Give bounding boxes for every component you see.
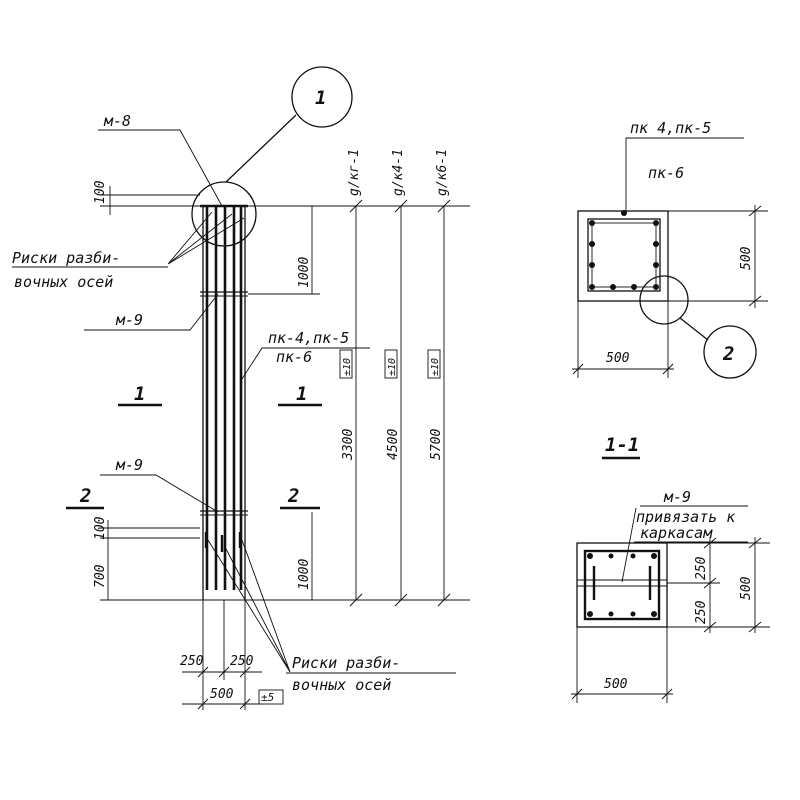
dim-bot-1000: 1000: [297, 559, 312, 590]
label-privyazat-1: привязать к: [636, 508, 736, 526]
label-pile-k61: g/к6-1: [435, 149, 450, 196]
dim-w-500: 500: [210, 687, 234, 702]
label-m8: м-8: [103, 112, 131, 130]
dim-sec-w-500: 500: [604, 677, 628, 692]
section-mark-2-left: 2: [79, 485, 91, 507]
dim-plan-h-500: 500: [739, 246, 754, 270]
label-pk6-plan: пк-6: [648, 164, 684, 182]
dim-len-5700: 5700: [429, 429, 444, 460]
label-privyazat-2: каркасам: [640, 524, 713, 542]
tol-4500: ±10: [387, 358, 398, 376]
label-m9-section: м-9: [663, 488, 691, 506]
tol-5: ±5: [261, 691, 274, 704]
pile-outline: [202, 206, 246, 600]
callout-1-label: 1: [315, 87, 326, 109]
label-riski-top-1: Риски разби-: [12, 249, 120, 267]
section-title: 1-1: [605, 434, 639, 456]
dim-bot-700: 700: [93, 564, 108, 588]
dim-plan-w-500: 500: [606, 351, 630, 366]
section-mark-1-right: 1: [296, 383, 307, 405]
plan-rebar-dots: [589, 210, 659, 290]
label-riski-top-2: вочных осей: [14, 273, 113, 291]
section-rebar-dots: [587, 553, 657, 617]
label-riski-bot-1: Риски разби-: [292, 654, 400, 672]
tol-3300: ±10: [342, 358, 353, 376]
tol-5700: ±10: [430, 358, 441, 376]
longitudinal-bars: [205, 206, 243, 590]
section-mark-1-left: 1: [134, 383, 145, 405]
dim-len-3300: 3300: [341, 429, 356, 461]
dim-bot-100: 100: [93, 516, 108, 540]
dim-sec-250a: 250: [694, 556, 709, 580]
dim-sec-250b: 250: [694, 600, 709, 624]
bottom-axis-marks: [204, 532, 242, 552]
callout-2-label: 2: [722, 343, 734, 365]
head-detail-circle: [191, 181, 257, 247]
callout-2-circle: [703, 325, 757, 379]
label-pk45-elevation: пк-4,пк-5: [268, 329, 349, 347]
dim-w-250b: 250: [230, 654, 254, 669]
dim-top-100: 100: [93, 180, 108, 204]
label-pk6-elevation: пк-6: [276, 348, 312, 366]
label-pk45-plan: пк 4,пк-5: [630, 119, 711, 137]
dim-len-4500: 4500: [386, 429, 401, 460]
label-pile-kg1: g/кг-1: [347, 149, 362, 196]
label-riski-bot-2: вочных осей: [292, 676, 391, 694]
pile-plan-view: пк 4,пк-5 пк-6 500 500 2: [572, 119, 768, 379]
section-mark-2-right: 2: [287, 485, 299, 507]
pile-elevation: 1 м-8 100 Риски разби- вочных осей 1000 …: [12, 66, 470, 710]
section-1-1-view: м-9 привязать к каркасам 250 250 500: [571, 488, 770, 703]
label-pile-k41: g/к4-1: [391, 149, 406, 196]
section-outline: [576, 542, 668, 628]
dim-sec-h-500: 500: [739, 576, 754, 600]
callout-1-circle: [291, 66, 353, 128]
section-cage: [583, 549, 661, 621]
label-m9-lower: м-9: [115, 456, 143, 474]
plan-cage: [587, 218, 661, 292]
label-m9-upper: м-9: [115, 311, 143, 329]
dim-w-250a: 250: [180, 654, 204, 669]
corner-detail-circle: [639, 275, 689, 325]
dim-top-1000: 1000: [297, 257, 312, 288]
